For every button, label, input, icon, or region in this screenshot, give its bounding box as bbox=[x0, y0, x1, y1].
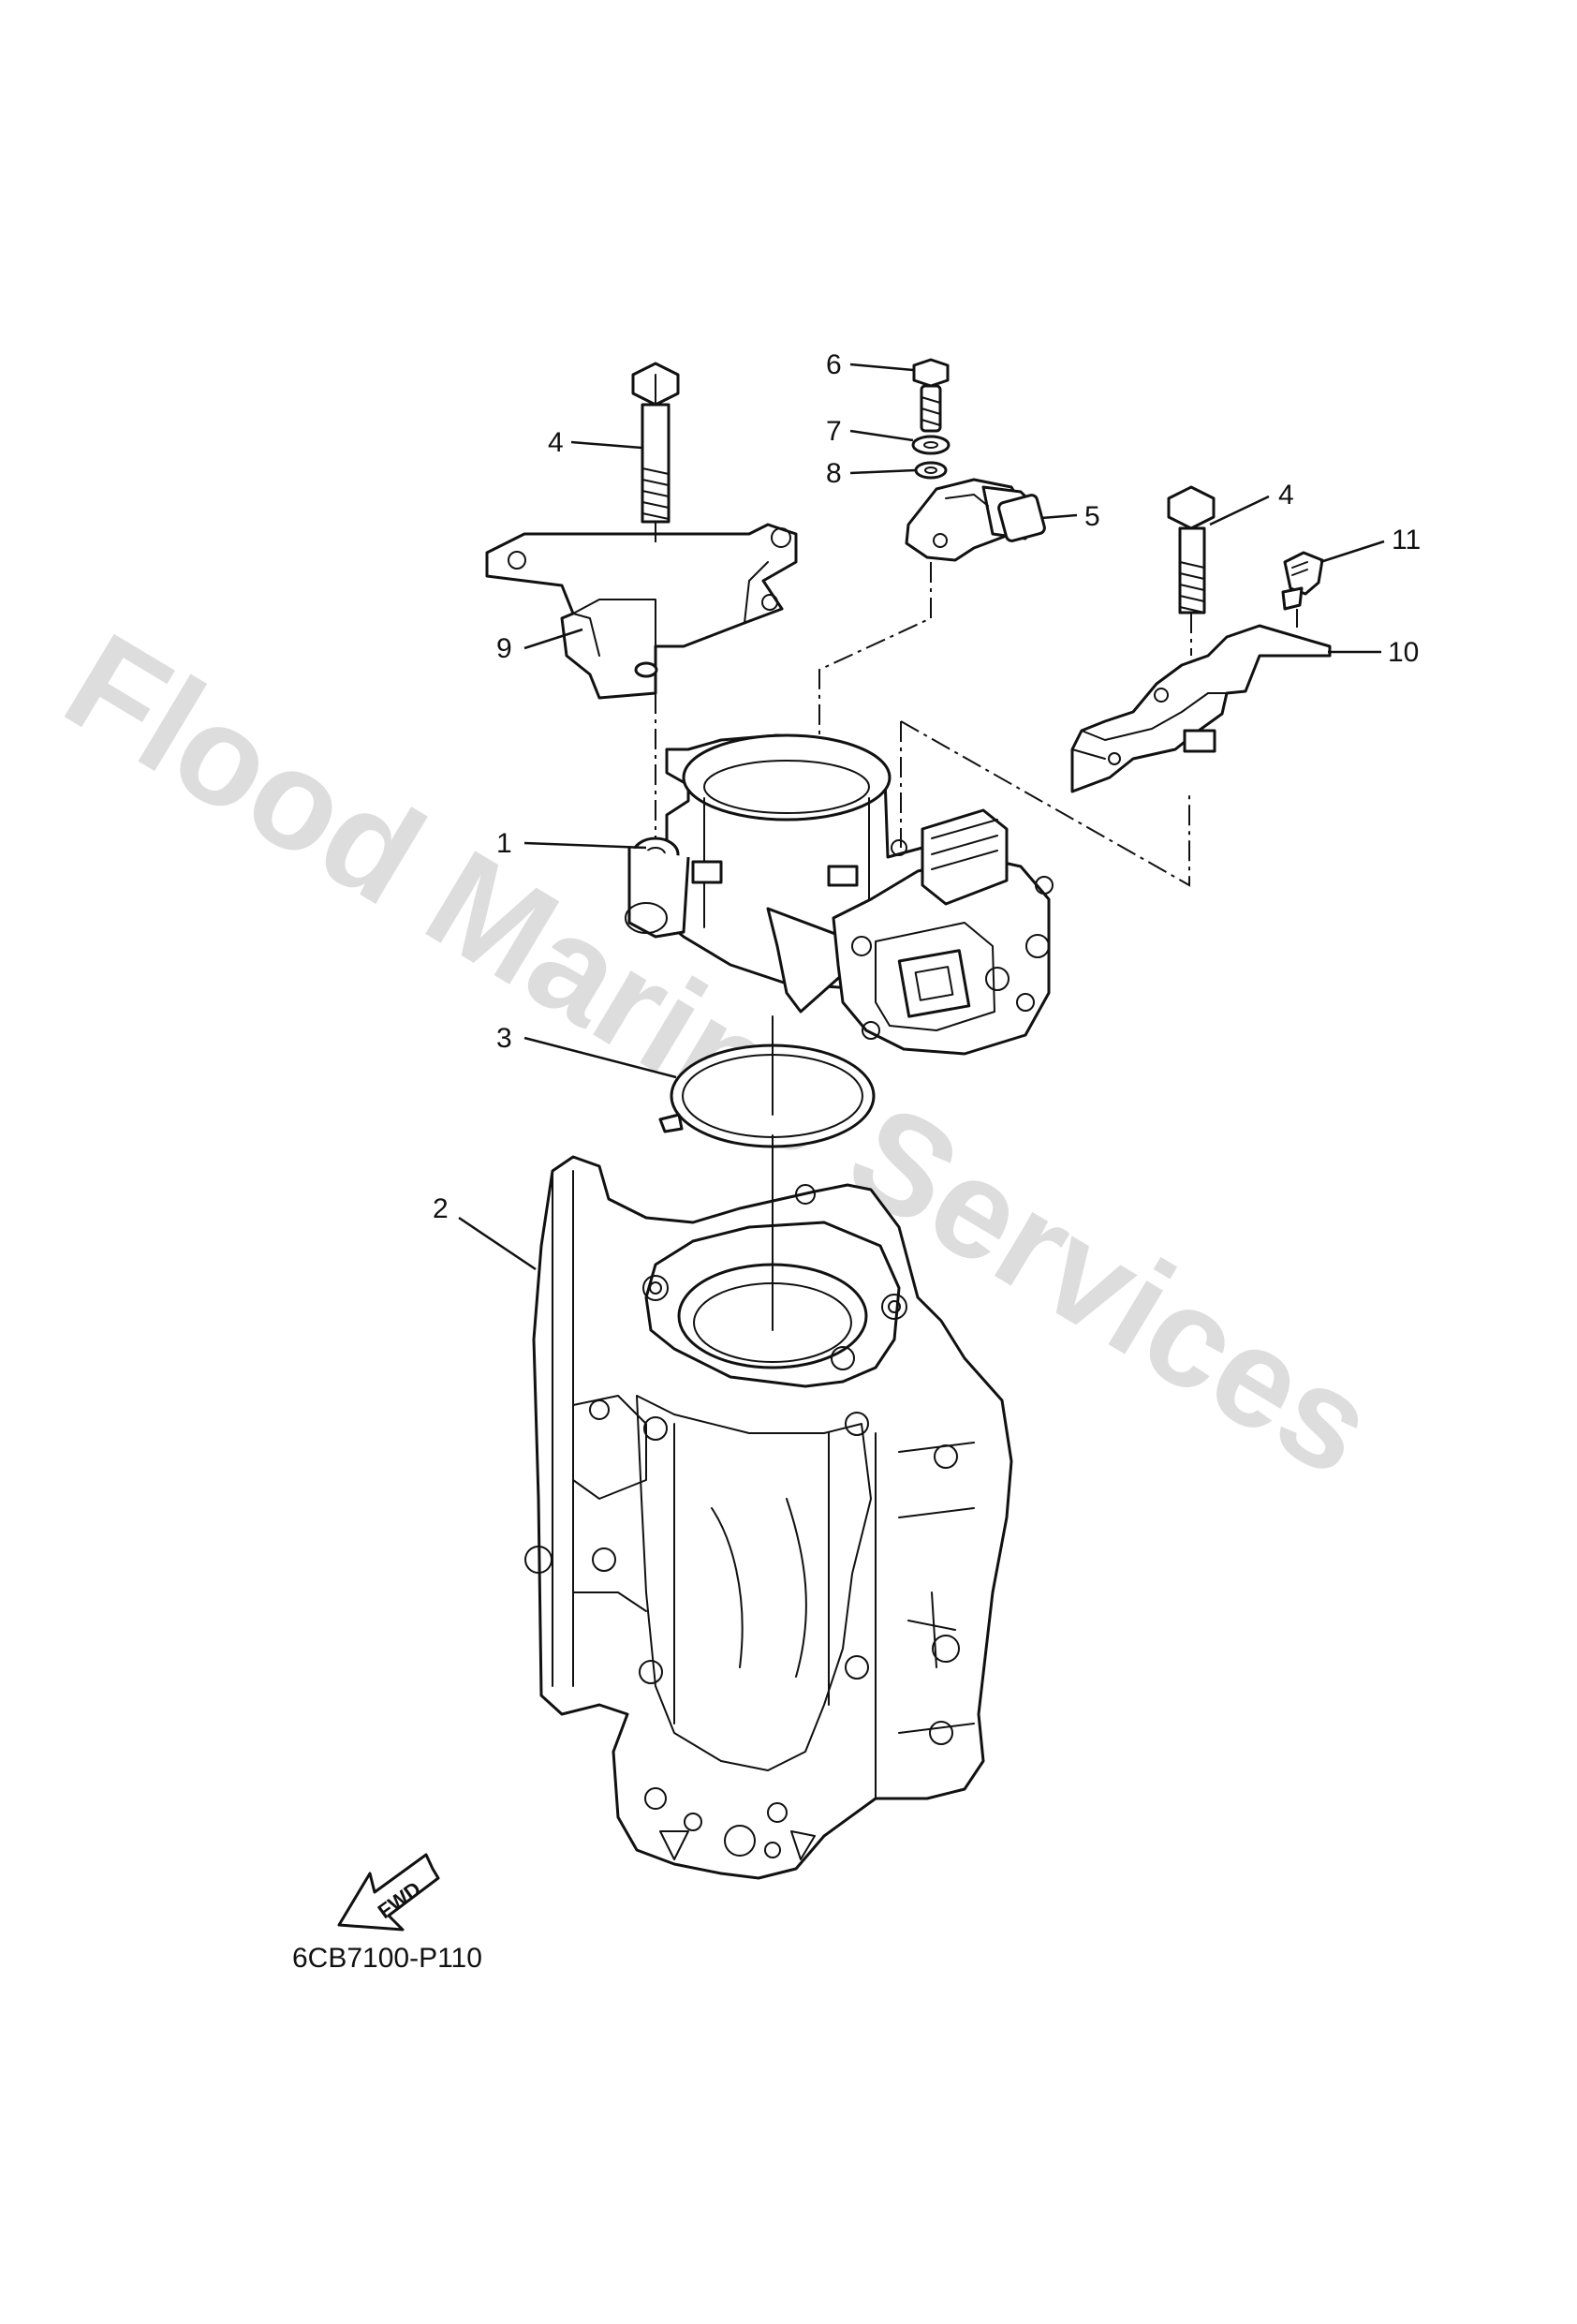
washer-part-7[interactable] bbox=[911, 435, 951, 455]
callout-5: 5 bbox=[1084, 501, 1100, 532]
clip-part-11[interactable] bbox=[1281, 551, 1324, 611]
callouts: 1 2 3 4 4 5 6 7 8 9 10 11 bbox=[433, 349, 1421, 1271]
callout-2: 2 bbox=[433, 1193, 449, 1224]
bolt-left-part-4[interactable] bbox=[631, 362, 680, 524]
callout-10: 10 bbox=[1388, 637, 1419, 668]
callout-4-left: 4 bbox=[548, 427, 564, 458]
callout-7: 7 bbox=[826, 416, 842, 447]
alignment-lines bbox=[655, 522, 1298, 887]
callout-1: 1 bbox=[496, 828, 512, 859]
bolt-part-6[interactable] bbox=[912, 358, 950, 433]
bracket-part-10[interactable] bbox=[1070, 624, 1332, 793]
callout-11: 11 bbox=[1392, 525, 1421, 555]
callout-3: 3 bbox=[496, 1023, 512, 1054]
callout-4-right: 4 bbox=[1278, 480, 1294, 511]
bracket-part-9[interactable] bbox=[485, 523, 798, 700]
callout-8: 8 bbox=[826, 458, 842, 489]
callout-6: 6 bbox=[826, 349, 842, 380]
throttle-body-part-1[interactable] bbox=[625, 733, 1054, 1056]
sensor-part-5[interactable] bbox=[905, 478, 1046, 562]
intake-manifold-part-2[interactable] bbox=[524, 1134, 1013, 1880]
washer-part-8[interactable] bbox=[914, 461, 948, 480]
callout-9: 9 bbox=[496, 633, 512, 664]
diagram-code: 6CB7100-P110 bbox=[292, 1943, 482, 1974]
bolt-right-part-4[interactable] bbox=[1167, 485, 1216, 614]
fwd-arrow-icon: FWD bbox=[337, 1853, 440, 1932]
